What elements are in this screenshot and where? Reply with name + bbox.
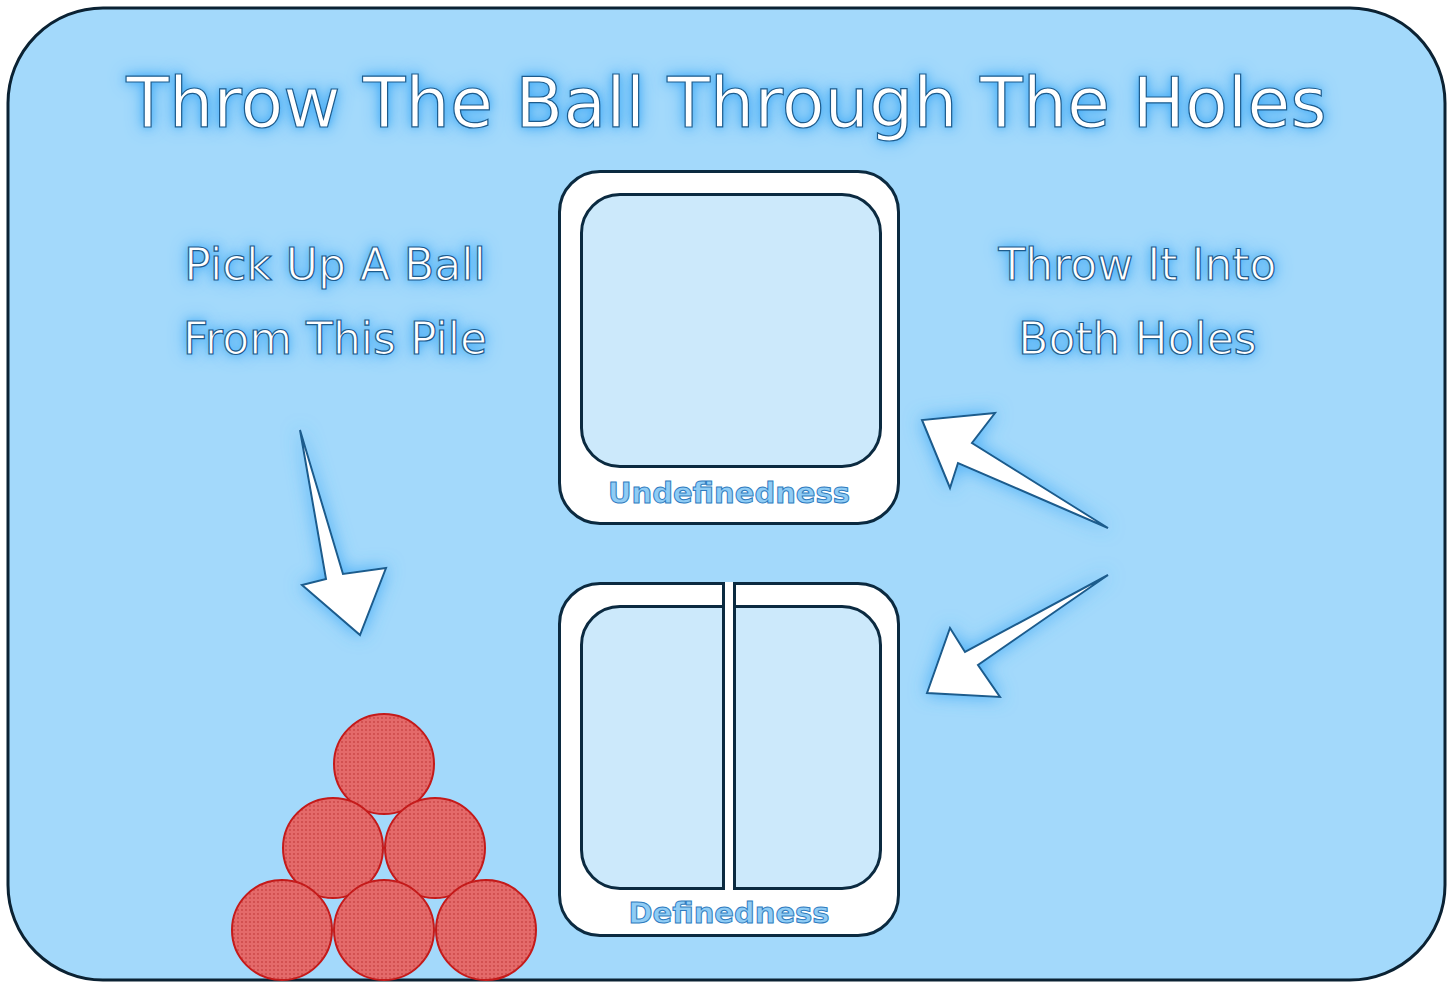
arrow-down-left <box>927 575 1108 697</box>
ball <box>334 714 434 814</box>
instruction-label: Pick Up A Ball From This Pile <box>130 228 540 376</box>
hole-divider <box>722 582 736 890</box>
hole-opening <box>580 193 882 468</box>
arrow-down <box>300 430 386 635</box>
hole-label: Undefinedness <box>561 476 897 510</box>
hole-label: Definedness <box>561 896 897 930</box>
instruction-label: Throw It Into Both Holes <box>945 228 1330 376</box>
hole-box: Definedness <box>558 582 900 937</box>
diagram-title: Throw The Ball Through The Holes <box>0 62 1453 144</box>
hole-box: Undefinedness <box>558 170 900 525</box>
arrow-up-left <box>922 413 1108 528</box>
background-panel <box>8 8 1445 980</box>
ball <box>436 880 536 980</box>
ball <box>232 880 332 980</box>
ball <box>334 880 434 980</box>
